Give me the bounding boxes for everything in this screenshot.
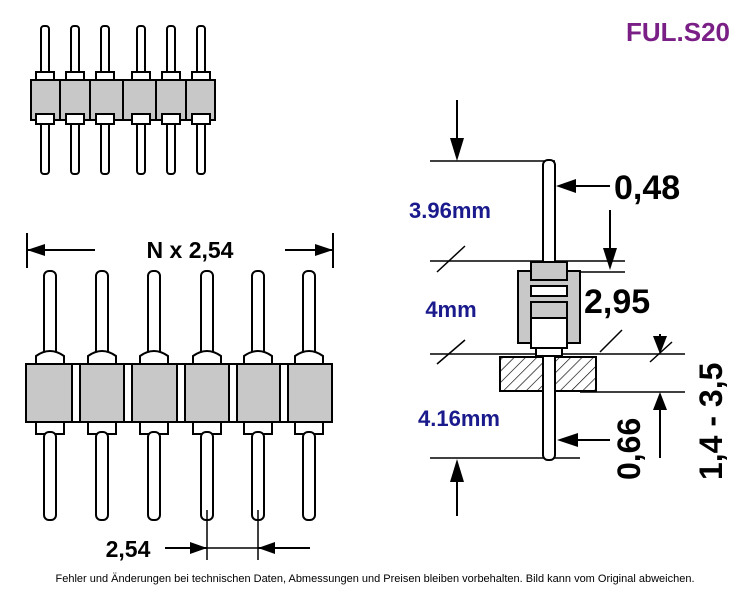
front-pin-upper	[35, 270, 65, 365]
front-separator	[71, 363, 81, 423]
thumbnail-pin	[161, 25, 181, 83]
body-width-label: 2,95	[584, 283, 650, 321]
product-code: FUL.S20	[626, 17, 730, 47]
thumbnail-pin	[131, 25, 151, 83]
front-pin-upper	[192, 270, 222, 365]
front-pin-upper	[243, 270, 273, 365]
upper-length-label: 3.96mm	[409, 198, 491, 223]
thumbnail-pin	[65, 25, 85, 83]
thumbnail-pin-lower	[131, 113, 151, 175]
front-pin-lower	[192, 421, 222, 521]
thumbnail-pin	[95, 25, 115, 83]
front-separator	[279, 363, 289, 423]
front-pin-upper	[139, 270, 169, 365]
front-pin-lower	[35, 421, 65, 521]
connector-thumbnail	[30, 25, 216, 175]
front-pin-upper	[87, 270, 117, 365]
body-length-label: 4mm	[425, 297, 476, 322]
connector-front-view: N x 2,54 2,54	[25, 233, 334, 562]
pitch-label: 2,54	[106, 536, 151, 562]
thumbnail-pin-lower	[65, 113, 85, 175]
connector-side-view: 0,48 2,95 0,66 1,4 - 3,5 3.96mm 4mm 4.16…	[409, 100, 729, 516]
thumbnail-pin-lower	[161, 113, 181, 175]
pin-diameter-label: 0,48	[614, 169, 680, 207]
front-pin-lower	[139, 421, 169, 521]
thumbnail-pin	[35, 25, 55, 83]
thumbnail-pin-lower	[95, 113, 115, 175]
disclaimer-footer: Fehler und Änderungen bei technischen Da…	[55, 573, 695, 585]
pcb-thickness-label: 1,4 - 3,5	[693, 363, 729, 480]
lower-diameter-label: 0,66	[611, 418, 647, 480]
front-separator	[176, 363, 186, 423]
front-separator	[228, 363, 238, 423]
width-label: N x 2,54	[147, 237, 234, 263]
front-pin-lower	[294, 421, 324, 521]
lower-length-label: 4.16mm	[418, 406, 500, 431]
thumbnail-pin	[191, 25, 211, 83]
front-pin-lower	[87, 421, 117, 521]
thumbnail-pin-lower	[35, 113, 55, 175]
front-pin-upper	[294, 270, 324, 365]
thumbnail-pin-lower	[191, 113, 211, 175]
front-separator	[123, 363, 133, 423]
front-pin-lower	[243, 421, 273, 521]
